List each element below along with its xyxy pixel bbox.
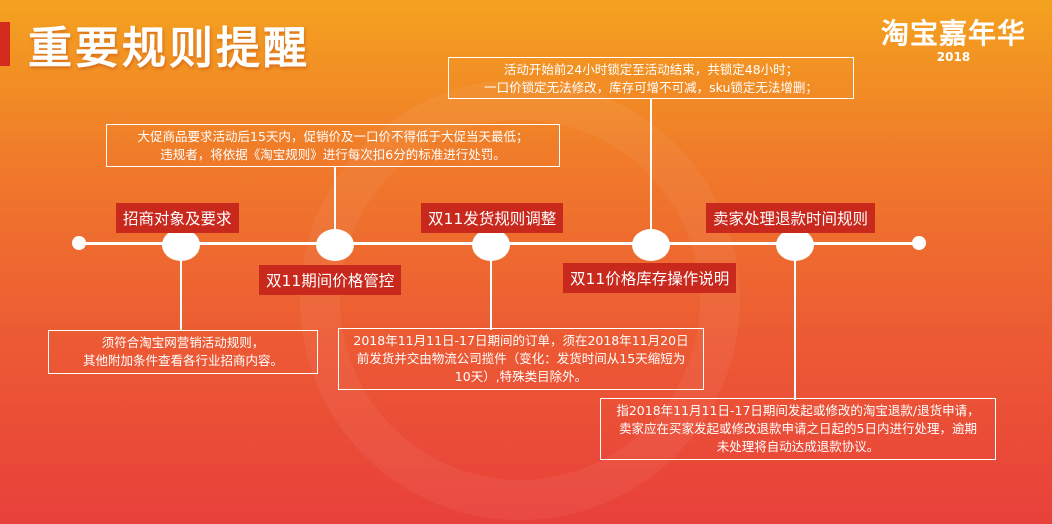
note-line: 指2018年11月11日-17日期间发起或修改的淘宝退款/退货申请， (616, 403, 980, 418)
note-line: 其他附加条件查看各行业招商内容。 (82, 353, 283, 368)
note-line: 一口价锁定无法修改，库存可增不可减，sku锁定无法增删； (484, 80, 818, 95)
label-refund: 卖家处理退款时间规则 (706, 203, 876, 233)
note-line: 须符合淘宝网营销活动规则， (101, 335, 265, 350)
timeline-node-shipping[interactable] (472, 229, 510, 261)
title-accent-bar (0, 22, 10, 66)
connector-price-control (334, 166, 336, 230)
note-refund: 指2018年11月11日-17日期间发起或修改的淘宝退款/退货申请， 卖家应在买… (600, 398, 996, 460)
note-line: 大促商品要求活动后15天内，促销价及一口价不得低于大促当天最低； (137, 129, 529, 144)
note-line: 10天）,特殊类目除外。 (454, 369, 588, 384)
note-inventory-ops: 活动开始前24小时锁定至活动结束，共锁定48小时； 一口价锁定无法修改，库存可增… (448, 57, 854, 99)
label-price-control: 双11期间价格管控 (259, 265, 402, 295)
note-line: 卖家应在买家发起或修改退款申请之日起的5日内进行处理，逾期 (619, 421, 977, 436)
timeline-node-inventory[interactable] (632, 229, 670, 261)
label-shipping: 双11发货规则调整 (421, 203, 564, 233)
note-line: 违规者，将依据《淘宝规则》进行每次扣6分的标准进行处罚。 (160, 147, 506, 162)
note-line: 活动开始前24小时锁定至活动结束，共锁定48小时； (503, 62, 799, 77)
page-title: 重要规则提醒 (28, 23, 310, 74)
logo-year: 2018 (936, 50, 971, 64)
label-inventory: 双11价格库存操作说明 (563, 263, 737, 293)
note-line: 前发货并交由物流公司揽件（变化：发货时间从15天缩短为 (356, 351, 686, 366)
label-recruitment: 招商对象及要求 (116, 203, 239, 233)
event-logo: 淘宝嘉年华 2018 (881, 12, 1026, 64)
connector-inventory (650, 98, 652, 230)
note-shipping: 2018年11月11日-17日期间的订单，须在2018年11月20日 前发货并交… (338, 328, 704, 390)
connector-shipping (490, 260, 492, 330)
timeline-start-cap (72, 236, 86, 250)
timeline-node-recruitment[interactable] (162, 229, 200, 261)
timeline-end-cap (912, 236, 926, 250)
note-price-control: 大促商品要求活动后15天内，促销价及一口价不得低于大促当天最低； 违规者，将依据… (106, 124, 560, 167)
timeline-node-refund[interactable] (776, 229, 814, 261)
note-line: 2018年11月11日-17日期间的订单，须在2018年11月20日 (353, 333, 689, 348)
note-line: 未处理将自动达成退款协议。 (716, 439, 880, 454)
connector-recruitment (180, 260, 182, 330)
connector-refund (794, 260, 796, 400)
logo-text: 淘宝嘉年华 (880, 17, 1026, 50)
note-recruitment: 须符合淘宝网营销活动规则， 其他附加条件查看各行业招商内容。 (48, 330, 318, 374)
timeline-node-price-control[interactable] (316, 229, 354, 261)
